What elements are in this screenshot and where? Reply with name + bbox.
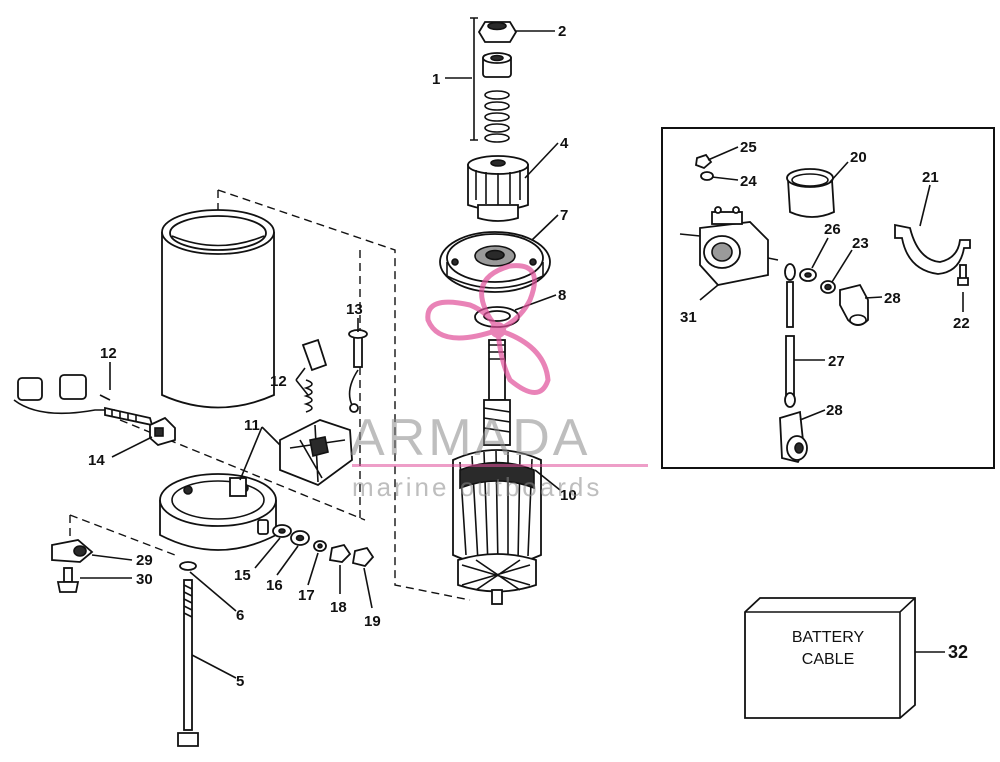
callout-14: 14 — [88, 452, 105, 469]
brush-holder-plate — [279, 419, 353, 487]
through-bolt — [177, 561, 199, 747]
callout-12-left: 12 — [100, 345, 117, 362]
armada-watermark: ARMADA marine outboards — [350, 263, 648, 502]
callout-26: 26 — [824, 221, 841, 238]
leader-lines — [80, 30, 964, 679]
watermark-brand: ARMADA — [350, 409, 590, 467]
inset-box — [661, 127, 995, 469]
boot-28-upper — [839, 283, 869, 326]
pinion-gear — [467, 155, 529, 222]
brush-spring-center — [301, 329, 368, 413]
pinion-nut-assembly — [470, 17, 518, 143]
callout-numbers: 2 1 4 7 8 10 11 12 12 13 14 15 16 17 18 … — [88, 23, 970, 690]
propeller-logo-icon — [425, 263, 551, 395]
callout-29: 29 — [136, 552, 153, 569]
callout-19: 19 — [364, 613, 381, 630]
callout-8: 8 — [558, 287, 566, 304]
callout-15: 15 — [234, 567, 251, 584]
callout-5: 5 — [236, 673, 244, 690]
callout-22: 22 — [953, 315, 970, 332]
callout-27: 27 — [828, 353, 845, 370]
callout-4: 4 — [560, 135, 569, 152]
callout-1: 1 — [432, 71, 440, 88]
battery-box-line1: BATTERY — [792, 629, 865, 646]
terminal-clip — [149, 416, 176, 447]
callout-10: 10 — [560, 487, 577, 504]
clamp-and-screw — [51, 539, 94, 593]
callout-13: 13 — [346, 301, 363, 318]
watermark-tagline: marine outboards — [352, 472, 602, 502]
field-frame-housing — [161, 209, 275, 409]
washers-and-nuts — [272, 524, 375, 568]
callout-17: 17 — [298, 587, 315, 604]
callout-18: 18 — [330, 599, 347, 616]
solenoid-31 — [679, 206, 779, 286]
callout-11: 11 — [244, 417, 260, 434]
callout-30: 30 — [136, 571, 153, 588]
battery-cable-box: BATTERY CABLE — [744, 597, 916, 719]
callout-23: 23 — [852, 235, 869, 252]
callout-28-upper: 28 — [884, 290, 901, 307]
callout-20: 20 — [850, 149, 867, 166]
armature — [452, 339, 542, 605]
nut-25-washer-24 — [695, 153, 714, 181]
callout-12-center: 12 — [270, 373, 287, 390]
callout-2: 2 — [558, 23, 566, 40]
callout-24: 24 — [740, 173, 757, 190]
callout-28-lower: 28 — [826, 402, 843, 419]
boot-28-lower — [779, 410, 808, 464]
cable-27-with-terminals — [784, 263, 836, 408]
callout-31: 31 — [680, 309, 697, 326]
callout-6: 6 — [236, 607, 244, 624]
callout-21: 21 — [922, 169, 939, 186]
brush-set-left — [13, 374, 154, 427]
callout-16: 16 — [266, 577, 283, 594]
callout-25: 25 — [740, 139, 757, 156]
bracket-21 — [894, 223, 971, 286]
battery-box-line2: CABLE — [802, 651, 854, 668]
callout-32: 32 — [948, 642, 968, 662]
drive-end-frame — [439, 231, 551, 293]
commutator-end-cap — [159, 473, 277, 551]
boot-20 — [786, 168, 835, 218]
callout-7: 7 — [560, 207, 568, 224]
